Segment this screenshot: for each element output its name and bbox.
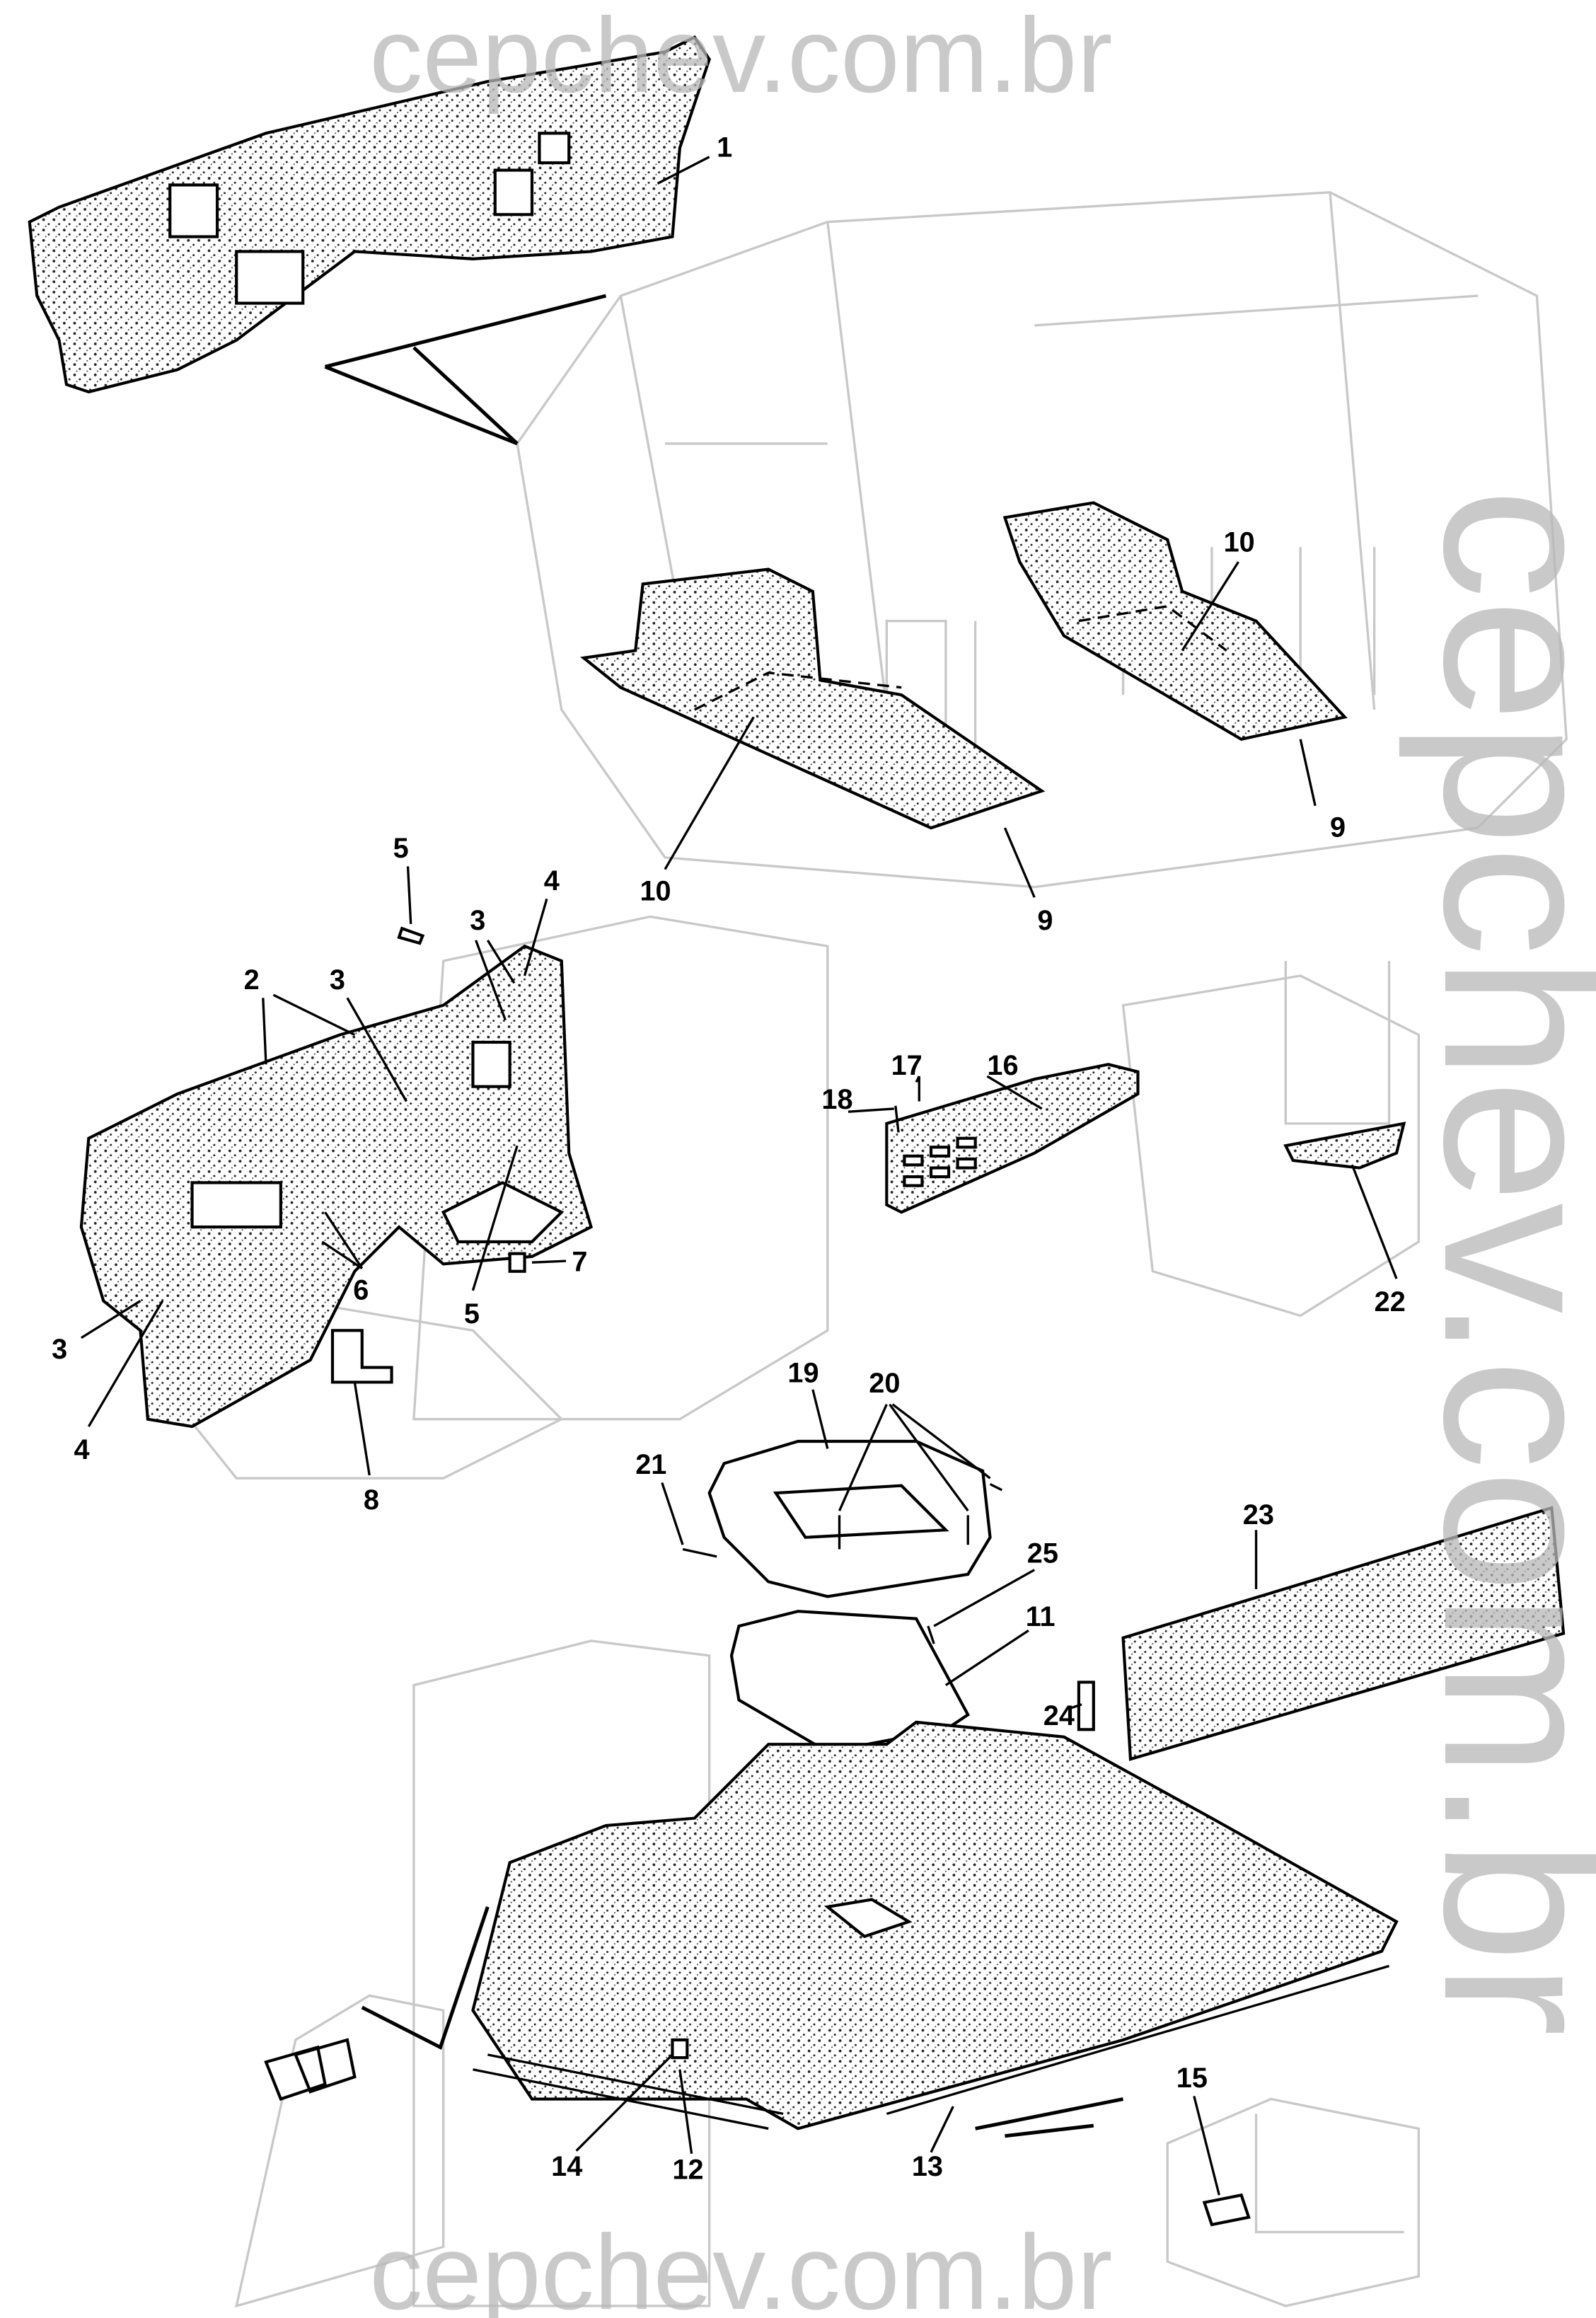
carpet-pad-piece bbox=[264, 2038, 357, 2101]
console-opening bbox=[773, 1484, 949, 1539]
callout-labels: 1 10 10 9 9 5 4 3 2 3 6 5 7 3 4 8 18 17 … bbox=[52, 132, 1406, 2186]
callout-8: 8 bbox=[364, 1484, 379, 1516]
sill-strip-part-13 bbox=[473, 1964, 1390, 2130]
callout-19: 19 bbox=[787, 1357, 819, 1388]
screw-part-25 bbox=[927, 1625, 935, 1644]
callout-2: 2 bbox=[244, 964, 260, 996]
dash-insulator-part-1 bbox=[28, 35, 711, 394]
callout-4: 4 bbox=[544, 865, 560, 896]
screw-part-21 bbox=[682, 1547, 717, 1558]
callout-20: 20 bbox=[869, 1368, 900, 1399]
dash-insulator-part-2 bbox=[79, 944, 594, 1429]
callout-14: 14 bbox=[551, 2151, 582, 2182]
callout-3: 3 bbox=[470, 905, 485, 936]
cab-rear-outline bbox=[1121, 961, 1421, 1317]
bracket-part-8 bbox=[330, 1329, 393, 1384]
group-line bbox=[324, 294, 607, 446]
callout-24: 24 bbox=[1043, 1700, 1075, 1731]
screws-part-20 bbox=[838, 1483, 1003, 1550]
rear-box-outline bbox=[1166, 2097, 1421, 2307]
rear-floor-mat-part-9 bbox=[1002, 501, 1348, 741]
callout-3: 3 bbox=[52, 1334, 67, 1365]
sill-pad-part-22 bbox=[1283, 1121, 1406, 1170]
callout-9: 9 bbox=[1330, 812, 1346, 843]
floor-carpet-part-12 bbox=[471, 1720, 1399, 2130]
callout-7: 7 bbox=[572, 1247, 587, 1278]
callout-12: 12 bbox=[672, 2154, 703, 2185]
watermark-vertical: cepchev.com.br bbox=[1396, 488, 1596, 2036]
callout-3: 3 bbox=[330, 964, 345, 996]
leader-lines bbox=[81, 156, 1398, 2196]
bolt-part-24 bbox=[1077, 1680, 1095, 1731]
callout-6: 6 bbox=[353, 1274, 369, 1305]
front-floor-mat-part-9 bbox=[580, 567, 1046, 830]
bolt-part-5 bbox=[397, 926, 425, 945]
callout-5: 5 bbox=[393, 833, 409, 864]
rear-panel-insulator-part-23 bbox=[1121, 1506, 1566, 1761]
part-2-details bbox=[190, 1040, 565, 1244]
callout-4: 4 bbox=[74, 1434, 89, 1465]
part-16-holes bbox=[903, 1136, 977, 1187]
plug-part-15 bbox=[1202, 2193, 1251, 2227]
clip-part-7 bbox=[508, 1252, 526, 1273]
group-line-2 bbox=[361, 1906, 1124, 2138]
screw-part-18 bbox=[894, 1105, 900, 1133]
callout-9: 9 bbox=[1037, 905, 1053, 936]
callout-15: 15 bbox=[1176, 2063, 1208, 2094]
callout-5: 5 bbox=[464, 1298, 480, 1330]
callout-23: 23 bbox=[1243, 1499, 1274, 1530]
trim-panel-part-16 bbox=[885, 1063, 1140, 1214]
callout-25: 25 bbox=[1027, 1538, 1058, 1569]
callout-1: 1 bbox=[717, 132, 732, 163]
callout-10: 10 bbox=[1224, 526, 1255, 558]
watermark-top: cepchev.com.br bbox=[369, 0, 1112, 115]
watermarks: cepchev.com.br cepchev.com.br cepchev.co… bbox=[369, 0, 1596, 2318]
callout-13: 13 bbox=[912, 2151, 943, 2182]
callout-10: 10 bbox=[640, 875, 671, 906]
callout-18: 18 bbox=[821, 1084, 852, 1115]
callout-21: 21 bbox=[635, 1449, 666, 1480]
callout-16: 16 bbox=[987, 1050, 1018, 1081]
part-1-details bbox=[168, 132, 571, 305]
callout-11: 11 bbox=[1026, 1601, 1056, 1632]
watermark-bottom: cepchev.com.br bbox=[369, 2213, 1112, 2318]
retainer-part-14 bbox=[671, 2038, 689, 2060]
carpet-cutout bbox=[823, 1898, 913, 1939]
callout-17: 17 bbox=[891, 1050, 923, 1081]
callout-22: 22 bbox=[1375, 1286, 1406, 1317]
